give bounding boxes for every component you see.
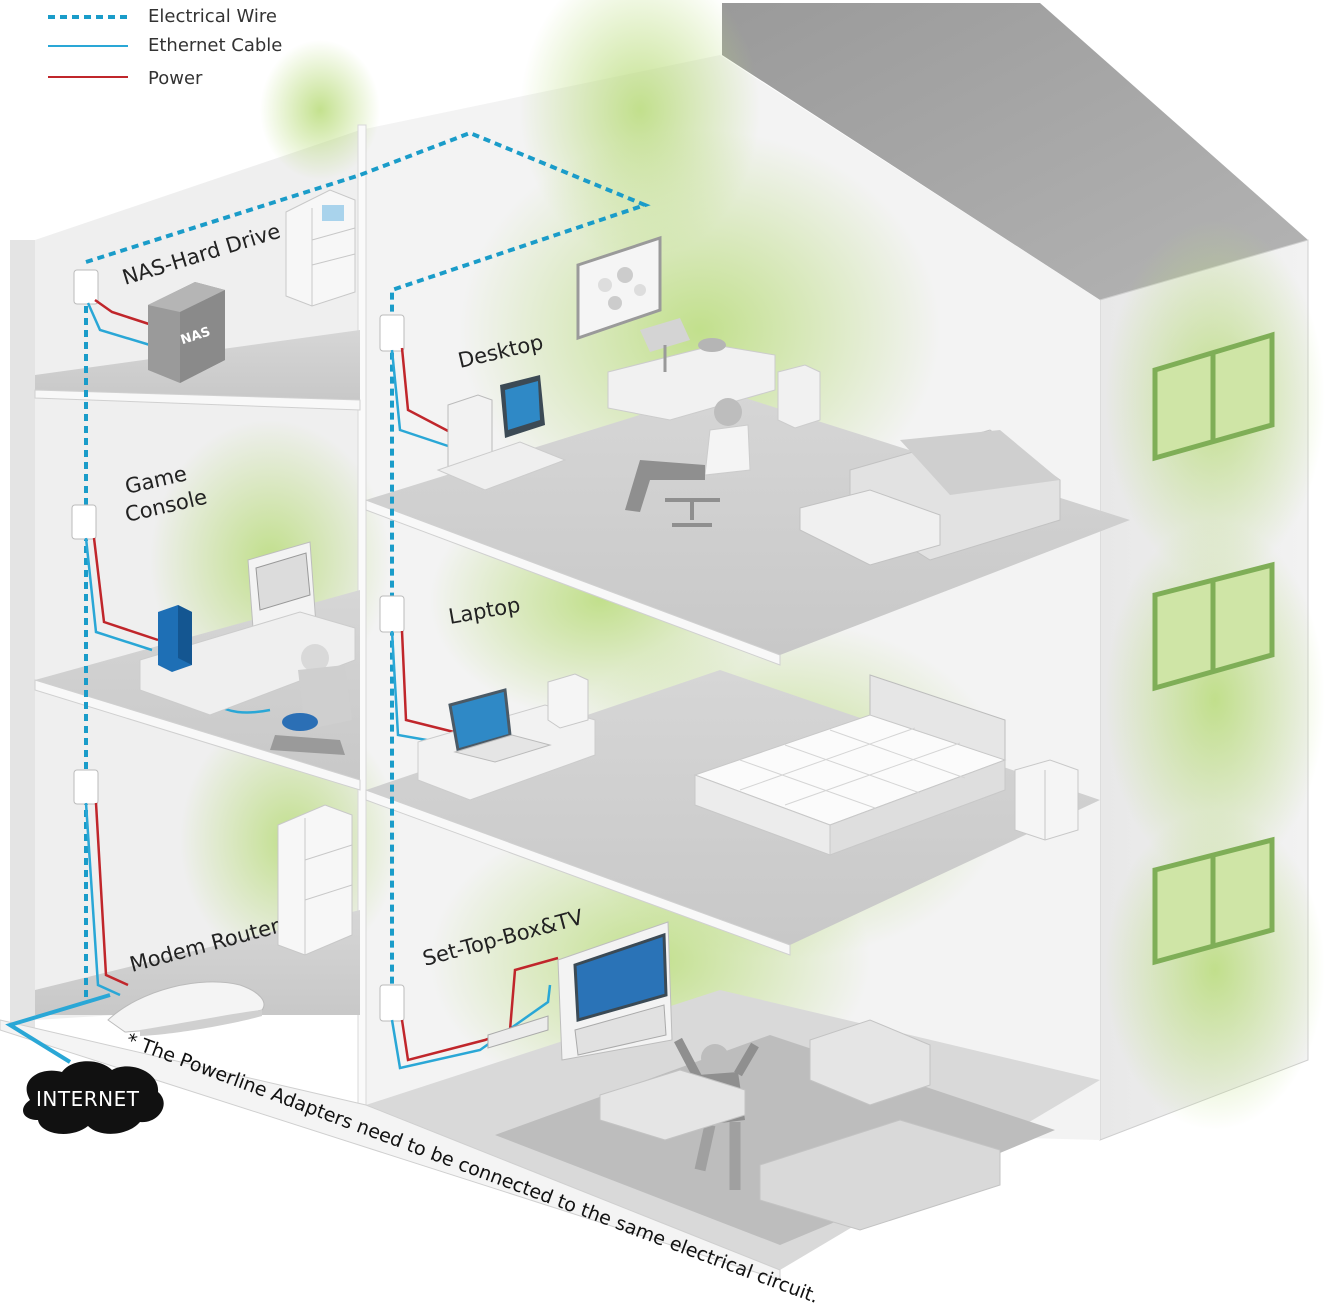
laptop-desk — [417, 673, 596, 801]
tv-game-room — [139, 541, 356, 716]
floor-edge — [365, 499, 781, 666]
modem-router — [107, 981, 265, 1036]
furniture: NAS — [107, 189, 1079, 1231]
ethernet-cable — [390, 984, 552, 1070]
powerline-adapter-desktop — [379, 314, 405, 352]
floor-edge — [34, 679, 361, 791]
living-room-sofas — [599, 1019, 1001, 1231]
power-cable — [94, 802, 129, 987]
power-cable — [92, 537, 159, 642]
window-middle — [1152, 561, 1275, 692]
powerline-adapter-nas — [73, 269, 99, 305]
cloud-shape — [23, 1061, 164, 1134]
electrical-wiring — [84, 130, 651, 1000]
legend-item-ethernet-cable: Ethernet Cable — [48, 35, 282, 56]
legend: Electrical Wire Ethernet Cable Power — [48, 6, 282, 89]
powerline-adapter-laptop — [379, 595, 405, 633]
powerline-adapter-modem — [73, 769, 99, 805]
roof — [722, 3, 1308, 300]
glow — [260, 40, 380, 180]
floor-edge — [34, 389, 361, 411]
ethernet-cable — [84, 802, 121, 997]
internet-cloud: INTERNET — [23, 1061, 164, 1134]
floor-edge — [365, 789, 791, 956]
ethernet-cable — [86, 302, 151, 347]
floor-slab-desktop-room — [366, 390, 1130, 655]
legend-item-electrical-wire: Electrical Wire — [48, 6, 277, 27]
cables — [5, 298, 559, 1070]
ethernet-cable — [84, 537, 153, 652]
shelf-nas-room — [285, 189, 356, 307]
powerline-adapter-settop — [379, 984, 405, 1022]
game-console — [158, 605, 192, 672]
wall-picture — [576, 235, 662, 341]
powerline-adapters — [71, 269, 405, 1022]
nas-device: NAS — [148, 282, 225, 383]
window-top — [1152, 331, 1275, 462]
ground-edge — [0, 1019, 781, 1281]
sofa-desktop-room — [799, 429, 1061, 566]
wardrobe — [1014, 759, 1079, 841]
power-cable — [400, 347, 451, 434]
legend-item-power: Power — [48, 68, 203, 89]
ethernet-cable — [390, 349, 449, 448]
internet-cable — [5, 993, 111, 1064]
person-desktop — [625, 398, 751, 527]
window-bottom — [1152, 836, 1275, 966]
person-gamer — [270, 644, 352, 755]
powerline-adapter-game — [71, 504, 97, 540]
internet-label: INTERNET — [36, 1087, 140, 1111]
bed — [693, 674, 1007, 856]
legend-label-power: Power — [148, 68, 203, 89]
power-cable — [94, 298, 153, 327]
desktop-computer — [436, 375, 567, 491]
legend-label-ethernet-cable: Ethernet Cable — [148, 35, 282, 56]
power-cable — [400, 630, 459, 735]
shelf-modem-room — [277, 804, 353, 956]
tv-living-room — [487, 921, 673, 1061]
legend-label-electrical-wire: Electrical Wire — [148, 6, 277, 27]
left-edge-wall — [10, 240, 35, 1030]
